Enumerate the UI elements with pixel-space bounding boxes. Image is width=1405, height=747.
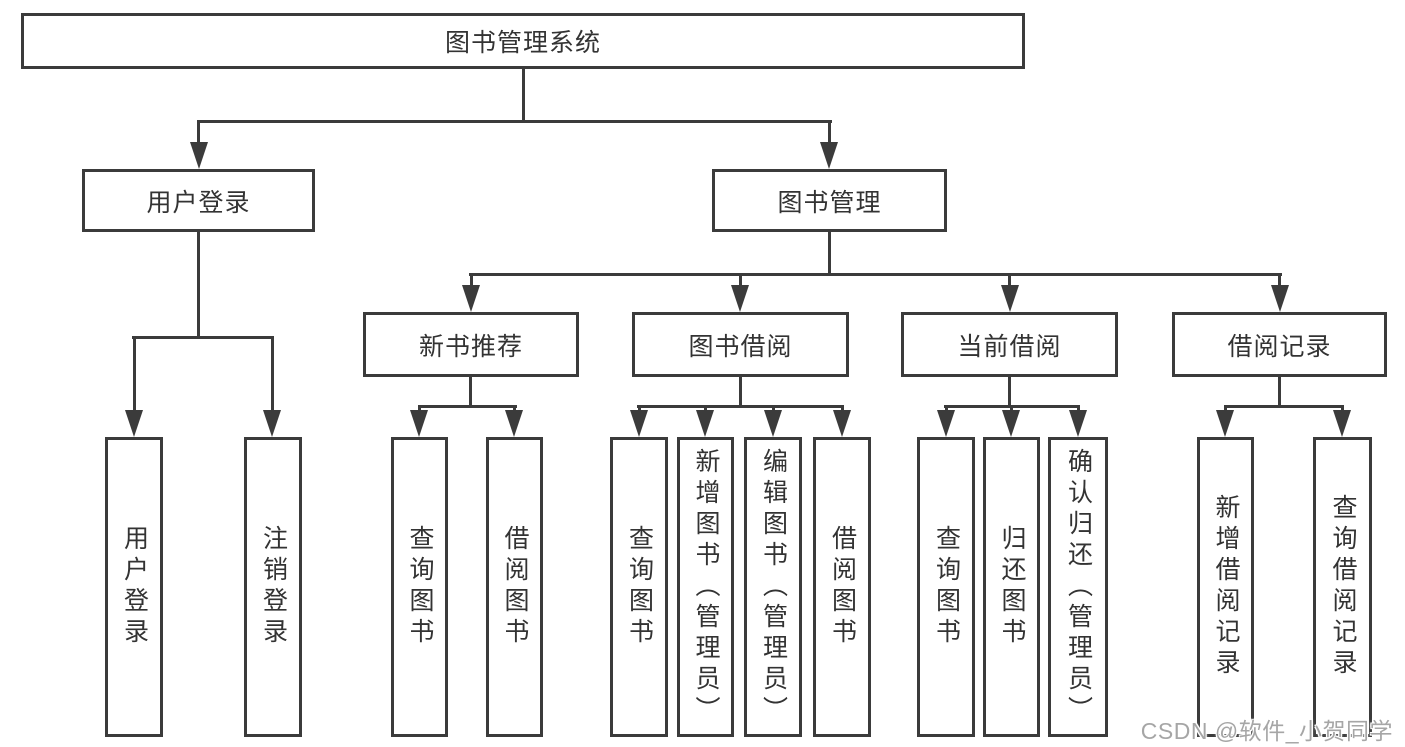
connector-line [739, 377, 742, 408]
connector-line [1224, 405, 1344, 408]
connector-line [469, 377, 472, 408]
connector-line [197, 120, 832, 123]
node-label: 新书推荐 [418, 332, 523, 361]
connector-line [522, 69, 525, 123]
arrow-down-icon [1216, 410, 1234, 437]
node-add-book-admin: 新增图书（管理员） [677, 437, 734, 737]
connector-line [1278, 273, 1281, 287]
node-book-management: 图书管理 [712, 169, 947, 232]
node-query-books-current: 查询图书 [917, 437, 975, 737]
node-label: 用户登录 [146, 188, 251, 217]
node-label: 借阅图书 [828, 525, 857, 649]
connector-line [197, 120, 200, 150]
arrow-down-icon [462, 285, 480, 312]
connector-line [1224, 405, 1227, 414]
watermark: CSDN @软件_小贺同学 [1140, 718, 1393, 744]
connector-line [1341, 405, 1344, 414]
arrow-down-icon [263, 410, 281, 437]
node-label: 新增借阅记录 [1212, 494, 1240, 680]
connector-line [828, 232, 831, 276]
connector-line [739, 273, 742, 287]
node-label: 借阅记录 [1227, 332, 1332, 361]
node-confirm-return-admin: 确认归还（管理员） [1048, 437, 1108, 737]
node-label: 图书管理系统 [444, 29, 601, 57]
node-return-book: 归还图书 [983, 437, 1040, 737]
node-label: 当前借阅 [957, 332, 1062, 361]
connector-line [841, 405, 844, 414]
node-edit-book-admin: 编辑图书（管理员） [744, 437, 802, 737]
connector-line [469, 273, 1282, 276]
node-label: 查询借阅记录 [1329, 494, 1357, 680]
arrow-down-icon [505, 410, 523, 437]
node-add-borrow-record: 新增借阅记录 [1197, 437, 1254, 737]
connector-line [704, 405, 707, 414]
node-label: 归还图书 [998, 525, 1026, 649]
node-label: 确认归还（管理员） [1064, 447, 1093, 727]
arrow-down-icon [190, 142, 208, 169]
node-user-login: 用户登录 [82, 169, 315, 232]
node-current-borrowing: 当前借阅 [901, 312, 1118, 377]
node-library-system: 图书管理系统 [21, 13, 1025, 69]
arrow-down-icon [1271, 285, 1289, 312]
node-query-books-recommend: 查询图书 [391, 437, 448, 737]
node-query-books-borrowing: 查询图书 [610, 437, 668, 737]
connector-line [1278, 377, 1281, 408]
arrow-down-icon [731, 285, 749, 312]
connector-line [1010, 405, 1013, 414]
node-borrow-books-recommend: 借阅图书 [486, 437, 543, 737]
node-new-book-recommend: 新书推荐 [363, 312, 579, 377]
connector-line [418, 405, 421, 414]
node-book-borrowing: 图书借阅 [632, 312, 849, 377]
node-label: 查询图书 [932, 525, 961, 649]
node-borrow-records: 借阅记录 [1172, 312, 1387, 377]
arrow-down-icon [764, 410, 782, 437]
connector-line [418, 405, 517, 408]
connector-line [513, 405, 516, 414]
connector-line [197, 232, 200, 339]
node-label: 借阅图书 [501, 525, 529, 649]
arrow-down-icon [630, 410, 648, 437]
node-label: 注销登录 [259, 525, 288, 649]
node-label: 图书管理 [777, 188, 882, 217]
arrow-down-icon [1333, 410, 1351, 437]
arrow-down-icon [696, 410, 714, 437]
arrow-down-icon [833, 410, 851, 437]
connector-line [945, 405, 948, 414]
node-label: 查询图书 [625, 525, 654, 649]
node-label: 用户登录 [120, 525, 149, 649]
arrow-down-icon [1069, 410, 1087, 437]
arrow-down-icon [820, 142, 838, 169]
connector-line [772, 405, 775, 414]
connector-line [271, 336, 274, 412]
arrow-down-icon [1002, 410, 1020, 437]
connector-line [1008, 377, 1011, 408]
node-query-borrow-record: 查询借阅记录 [1313, 437, 1372, 737]
connector-line [1077, 405, 1080, 414]
connector-line [828, 120, 831, 150]
node-logout-leaf: 注销登录 [244, 437, 302, 737]
connector-line [133, 336, 136, 412]
connector-line [638, 405, 641, 414]
connector-line [1008, 273, 1011, 287]
arrow-down-icon [410, 410, 428, 437]
node-borrow-books-leaf: 借阅图书 [813, 437, 871, 737]
connector-line [132, 336, 274, 339]
connector-line [637, 405, 844, 408]
arrow-down-icon [937, 410, 955, 437]
node-user-login-leaf: 用户登录 [105, 437, 163, 737]
arrow-down-icon [1001, 285, 1019, 312]
node-label: 图书借阅 [688, 332, 793, 361]
node-label: 新增图书（管理员） [692, 447, 720, 727]
connector-line [470, 273, 473, 287]
arrow-down-icon [125, 410, 143, 437]
node-label: 查询图书 [406, 525, 434, 649]
node-label: 编辑图书（管理员） [759, 447, 788, 727]
